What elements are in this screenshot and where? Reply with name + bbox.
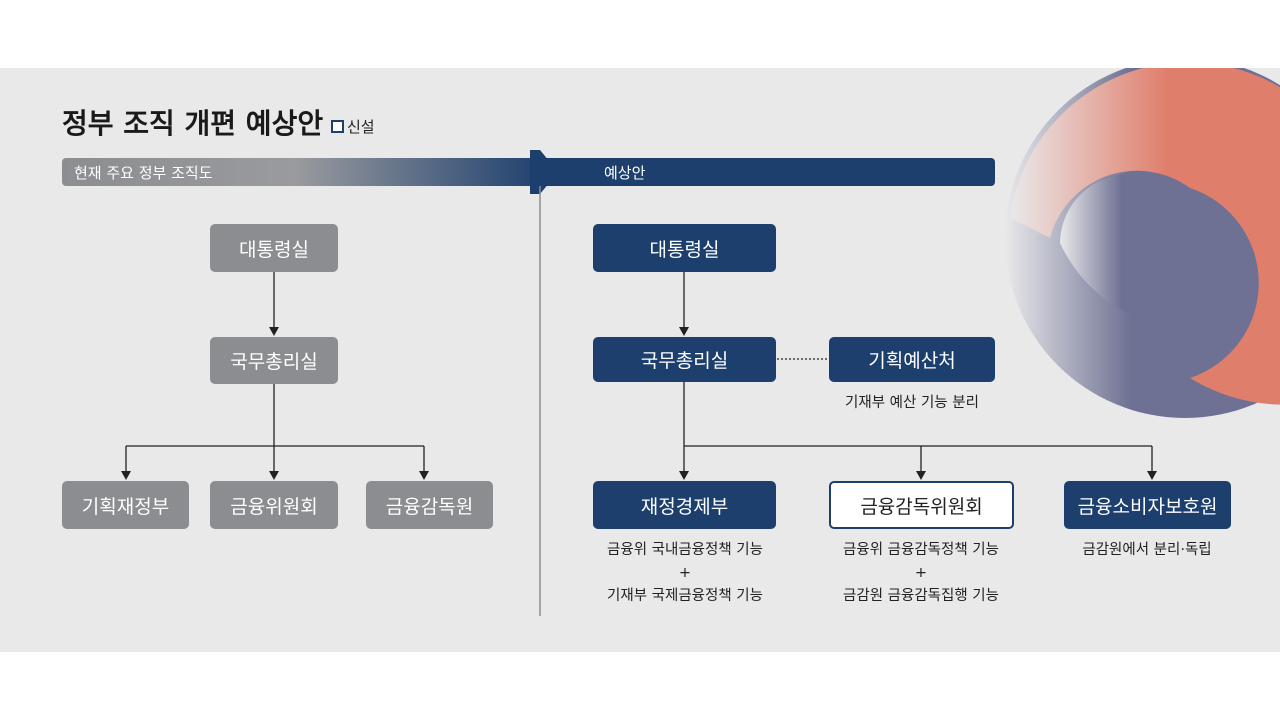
consumer-protection-note: 금감원에서 분리·독립 bbox=[1047, 539, 1247, 562]
current-ministry-economy: 기획재정부 bbox=[62, 481, 189, 529]
current-fss: 금융감독원 bbox=[366, 481, 493, 529]
proposed-finance-economy-ministry: 재정경제부 bbox=[593, 481, 776, 529]
current-president-office: 대통령실 bbox=[210, 224, 338, 272]
budget-office-note: 기재부 예산 기능 분리 bbox=[845, 395, 979, 411]
legend-swatch-icon bbox=[331, 120, 344, 133]
proposed-pm-office: 국무총리실 bbox=[593, 337, 776, 382]
banner-proposed-label: 예상안 bbox=[604, 164, 646, 182]
note-line: + bbox=[678, 565, 692, 581]
note-line: 금융위 금융감독정책 기능 bbox=[843, 542, 999, 558]
proposed-consumer-protection-agency: 금융소비자보호원 bbox=[1064, 481, 1231, 529]
current-fsc: 금융위원회 bbox=[210, 481, 338, 529]
finance-economy-note: 금융위 국내금융정책 기능 + 기재부 국제금융정책 기능 bbox=[575, 539, 795, 608]
diagram-panel: 정부 조직 개편 예상안 신설 bbox=[0, 68, 1280, 652]
connectors bbox=[121, 150, 1157, 616]
banner-arrow-icon bbox=[530, 150, 558, 194]
page-title: 정부 조직 개편 예상안 bbox=[62, 107, 324, 140]
proposed-financial-supervisory-commission: 금융감독위원회 bbox=[829, 481, 1014, 529]
proposed-budget-office: 기획예산처 bbox=[829, 337, 995, 382]
current-pm-office: 국무총리실 bbox=[210, 337, 338, 384]
proposed-president-office: 대통령실 bbox=[593, 224, 776, 272]
timeline-banner bbox=[62, 158, 995, 186]
legend: 신설 bbox=[331, 116, 375, 137]
emblem bbox=[1005, 68, 1280, 418]
note-line: + bbox=[914, 565, 928, 581]
banner-current-label: 현재 주요 정부 조직도 bbox=[74, 164, 213, 182]
note-line: 기재부 국제금융정책 기능 bbox=[607, 588, 763, 604]
fsc-note: 금융위 금융감독정책 기능 + 금감원 금융감독집행 기능 bbox=[811, 539, 1031, 608]
note-line: 금감원 금융감독집행 기능 bbox=[843, 588, 999, 604]
legend-label: 신설 bbox=[347, 118, 375, 136]
note-line: 금감원에서 분리·독립 bbox=[1082, 542, 1212, 558]
note-line: 금융위 국내금융정책 기능 bbox=[607, 542, 763, 558]
